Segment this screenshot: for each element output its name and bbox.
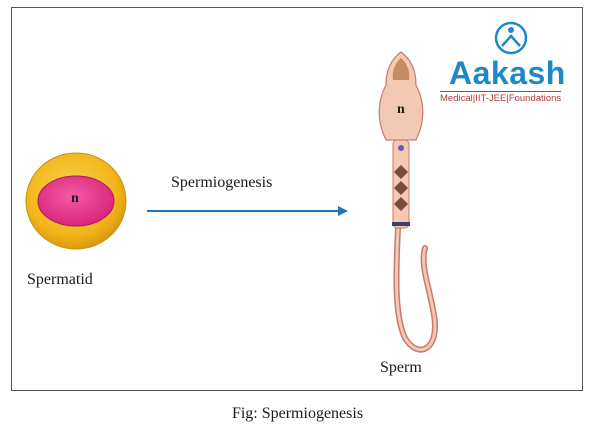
aakash-logo-icon: [494, 21, 528, 55]
figure-caption: Fig: Spermiogenesis: [231, 405, 364, 422]
sperm-cell: [378, 51, 438, 353]
sperm-acrosome: [392, 58, 410, 80]
logo-name: Aakash: [449, 55, 566, 91]
spermatid-nucleus-label: n: [71, 191, 79, 206]
sperm-head: [378, 51, 424, 141]
spermatid-cell: [25, 152, 127, 250]
process-arrow: [147, 206, 348, 216]
process-label: Spermiogenesis: [171, 174, 273, 191]
sperm-nucleus-label: n: [397, 102, 405, 117]
logo-tagline: Medical|IIT-JEE|Foundations: [440, 91, 562, 104]
sperm-label: Sperm: [380, 359, 422, 376]
spermatid-label: Spermatid: [27, 271, 93, 288]
